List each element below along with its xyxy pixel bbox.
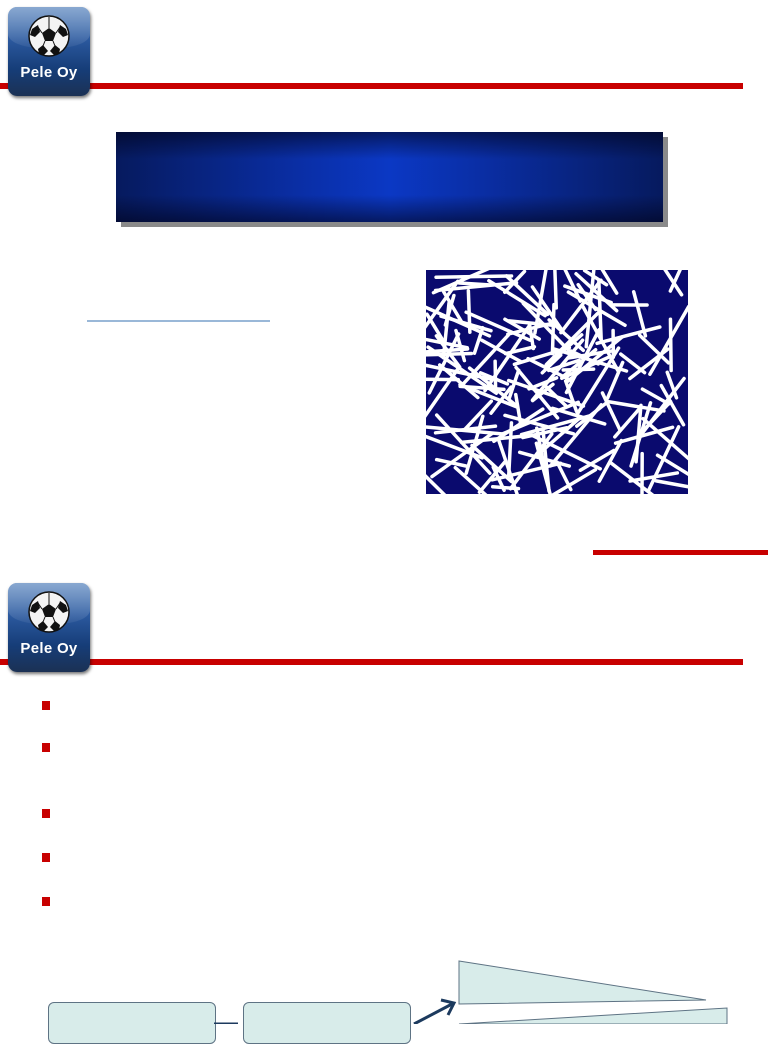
fiber-strand (493, 487, 519, 489)
fiber-strand (424, 379, 458, 380)
fiber-network-image (424, 268, 690, 496)
hyperlink-underline[interactable] (87, 320, 270, 322)
output-wedge-1 (459, 961, 706, 1004)
fiber-strand (555, 268, 557, 308)
logo-text: Pele Oy (8, 640, 90, 657)
bullet-marker (42, 897, 50, 906)
fiber-strand (459, 283, 489, 285)
fiber-strand (670, 319, 671, 370)
pele-oy-logo: Pele Oy (8, 7, 90, 96)
bullet-marker (42, 853, 50, 862)
output-wedge-2 (459, 1008, 727, 1024)
bullet-marker (42, 701, 50, 710)
pele-oy-logo: Pele Oy (8, 583, 90, 672)
fiber-strand (495, 361, 496, 392)
bullet-marker (42, 743, 50, 752)
soccer-ball-icon (26, 589, 72, 635)
flow-arrow (414, 1004, 452, 1024)
header-rule (0, 659, 743, 665)
bullet-marker (42, 809, 50, 818)
logo-text: Pele Oy (8, 64, 90, 81)
header-rule (0, 83, 743, 89)
slide-divider-rule (593, 550, 768, 555)
process-flow-diagram (0, 940, 768, 1024)
title-banner (116, 132, 663, 222)
fiber-strand (552, 305, 554, 354)
soccer-ball-icon (26, 13, 72, 59)
